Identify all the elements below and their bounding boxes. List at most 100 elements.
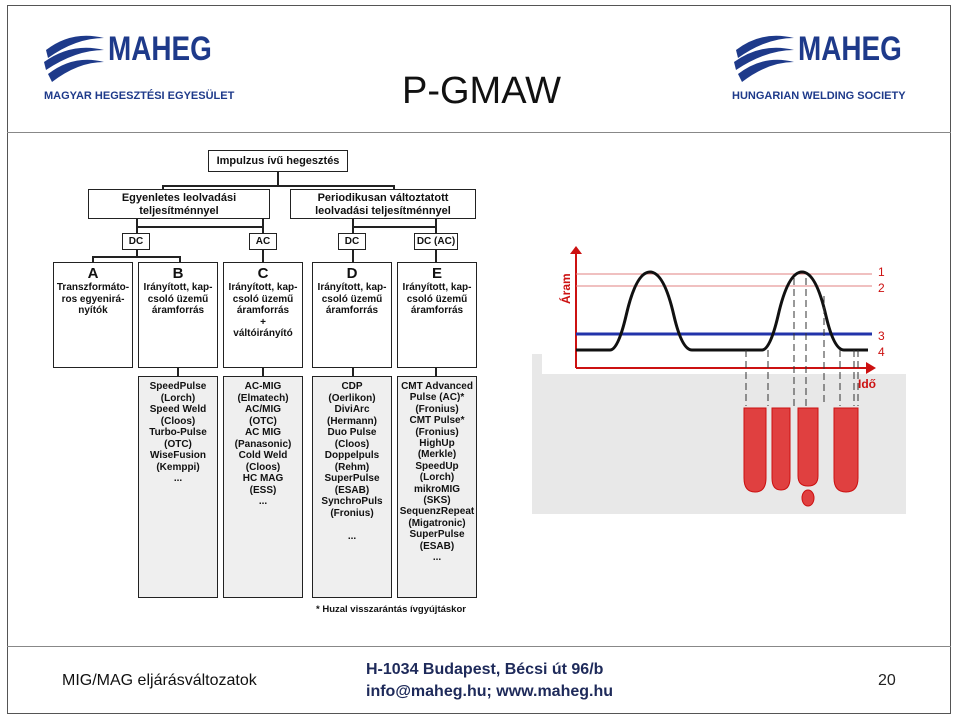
example-line: (Merkle) bbox=[417, 449, 457, 461]
example-line: ... bbox=[258, 496, 268, 507]
category-letter: C bbox=[257, 265, 269, 282]
category-line: Irányított, kap- bbox=[317, 282, 387, 293]
connector bbox=[136, 226, 263, 228]
connector bbox=[352, 250, 354, 262]
pulse-current-waveform bbox=[576, 270, 868, 352]
example-line: (Migatronic) bbox=[408, 517, 466, 529]
level-label-3: 3 bbox=[878, 329, 885, 343]
level-label-2: 2 bbox=[878, 281, 885, 295]
category-line: csoló üzemű bbox=[147, 293, 209, 305]
pulse-waveform-diagram: Áram Idő 1 2 3 4 bbox=[532, 246, 906, 514]
footer-contact-block: H-1034 Budapest, Bécsi út 96/b info@mahe… bbox=[366, 659, 613, 703]
example-line: SpeedPulse bbox=[149, 381, 207, 392]
branch-line: teljesítménnyel bbox=[139, 205, 219, 217]
category-line: + bbox=[260, 316, 266, 328]
category-line: áramforrás bbox=[151, 305, 205, 316]
globe-swoosh-icon bbox=[44, 35, 104, 82]
plot-area bbox=[542, 246, 906, 374]
branch-uniform: Egyenletes leolvadási teljesítménnyel bbox=[88, 189, 270, 219]
category-a: A Transzformáto- ros egyenirá- nyítók bbox=[53, 262, 133, 368]
example-line: HC MAG bbox=[242, 473, 284, 484]
example-line: (Hermann) bbox=[326, 415, 377, 427]
example-line: AC-MIG bbox=[244, 381, 282, 392]
connector bbox=[162, 185, 164, 190]
category-letter: A bbox=[87, 265, 99, 282]
category-letter: E bbox=[431, 265, 442, 282]
logo-wordmark: MAHEG bbox=[108, 30, 212, 68]
connector bbox=[92, 256, 180, 258]
example-line: CDP bbox=[341, 381, 363, 392]
category-c: C Irányított, kap- csoló üzemű áramforrá… bbox=[223, 262, 303, 368]
connector bbox=[277, 172, 279, 186]
category-line: csoló üzemű bbox=[321, 293, 383, 305]
footer-address: H-1034 Budapest, Bécsi út 96/b bbox=[366, 661, 604, 678]
connector bbox=[177, 368, 179, 376]
category-letter: D bbox=[346, 265, 358, 282]
branch-line: Periodikusan változtatott bbox=[317, 192, 449, 204]
example-line: ... bbox=[173, 473, 183, 484]
example-line: (Rehm) bbox=[334, 461, 370, 473]
example-spacer bbox=[313, 519, 391, 531]
pulse-gmaw-classification-tree: Impulzus ívű hegesztés Egyenletes leolva… bbox=[52, 148, 478, 620]
example-line: (Lorch) bbox=[419, 472, 455, 484]
branch-line: leolvadási teljesítménnyel bbox=[315, 205, 451, 217]
category-d: D Irányított, kap- csoló üzemű áramforrá… bbox=[312, 262, 392, 368]
category-line: nyítók bbox=[78, 305, 108, 316]
example-line: DiviArc bbox=[334, 404, 370, 415]
connector bbox=[393, 185, 395, 190]
example-line: (ESS) bbox=[249, 484, 277, 496]
example-line: HighUp bbox=[419, 438, 455, 450]
examples-c: AC-MIG (Elmatech) AC/MIG (OTC) AC MIG (P… bbox=[223, 376, 303, 598]
example-line: SpeedUp bbox=[415, 460, 459, 472]
example-line: ... bbox=[347, 530, 357, 542]
maheg-logo-right: MAHEG HUNGARIAN WELDING SOCIETY bbox=[732, 24, 922, 106]
connector bbox=[262, 250, 264, 262]
category-line: Transzformáto- bbox=[56, 282, 130, 293]
example-line: (Panasonic) bbox=[234, 438, 292, 450]
example-line: (Fronius) bbox=[415, 426, 459, 438]
logo-subtitle: MAGYAR HEGESZTÉSI EGYESÜLET bbox=[44, 90, 235, 102]
slide-title: P-GMAW bbox=[402, 70, 562, 112]
example-line: Speed Weld bbox=[149, 404, 207, 415]
category-line: áramforrás bbox=[410, 305, 464, 316]
category-letter: B bbox=[172, 265, 184, 282]
connector bbox=[352, 226, 436, 228]
droplets bbox=[743, 407, 859, 507]
example-line: AC MIG bbox=[244, 427, 282, 438]
example-line: ... bbox=[432, 552, 442, 564]
example-line: SequenzRepeat bbox=[399, 506, 475, 518]
example-line: (OTC) bbox=[164, 438, 192, 450]
example-line: (Elmatech) bbox=[237, 392, 289, 404]
current-type-ac: AC bbox=[249, 233, 277, 250]
current-type-dc: DC bbox=[122, 233, 150, 250]
logo-subtitle: HUNGARIAN WELDING SOCIETY bbox=[732, 90, 906, 102]
example-line: (ESAB) bbox=[419, 540, 455, 552]
maheg-logo-left: MAHEG MAGYAR HEGESZTÉSI EGYESÜLET bbox=[42, 24, 235, 106]
example-line: WiseFusion bbox=[149, 450, 207, 461]
connector bbox=[262, 368, 264, 376]
example-line: AC/MIG bbox=[244, 404, 282, 415]
category-b: B Irányított, kap- csoló üzemű áramforrá… bbox=[138, 262, 218, 368]
example-line: (ESAB) bbox=[334, 484, 370, 496]
example-line: (Cloos) bbox=[245, 461, 281, 473]
example-line: SuperPulse bbox=[409, 529, 465, 541]
example-line: CMT Advanced bbox=[401, 381, 473, 392]
category-line: csoló üzemű bbox=[406, 293, 468, 305]
connector bbox=[92, 256, 94, 262]
footer-email-web: info@maheg.hu; www.maheg.hu bbox=[366, 683, 614, 700]
examples-d: CDP (Oerlikon) DiviArc (Hermann) Duo Pul… bbox=[312, 376, 392, 598]
footer-divider bbox=[7, 646, 951, 647]
category-line: váltóirányító bbox=[233, 328, 293, 339]
category-line: áramforrás bbox=[236, 305, 290, 316]
branch-periodic: Periodikusan változtatott leolvadási tel… bbox=[290, 189, 476, 219]
category-line: Irányított, kap- bbox=[143, 282, 213, 293]
example-line: Cold Weld bbox=[238, 450, 288, 461]
example-line: mikroMIG bbox=[413, 483, 461, 495]
example-line: (Fronius) bbox=[415, 403, 459, 415]
x-axis-label: Idő bbox=[858, 377, 876, 391]
current-type-dc-ac: DC (AC) bbox=[414, 233, 458, 250]
example-line: (OTC) bbox=[249, 415, 277, 427]
example-line: Turbo-Pulse bbox=[149, 427, 207, 438]
level-label-1: 1 bbox=[878, 265, 885, 279]
example-line: (Kemppi) bbox=[156, 461, 200, 473]
